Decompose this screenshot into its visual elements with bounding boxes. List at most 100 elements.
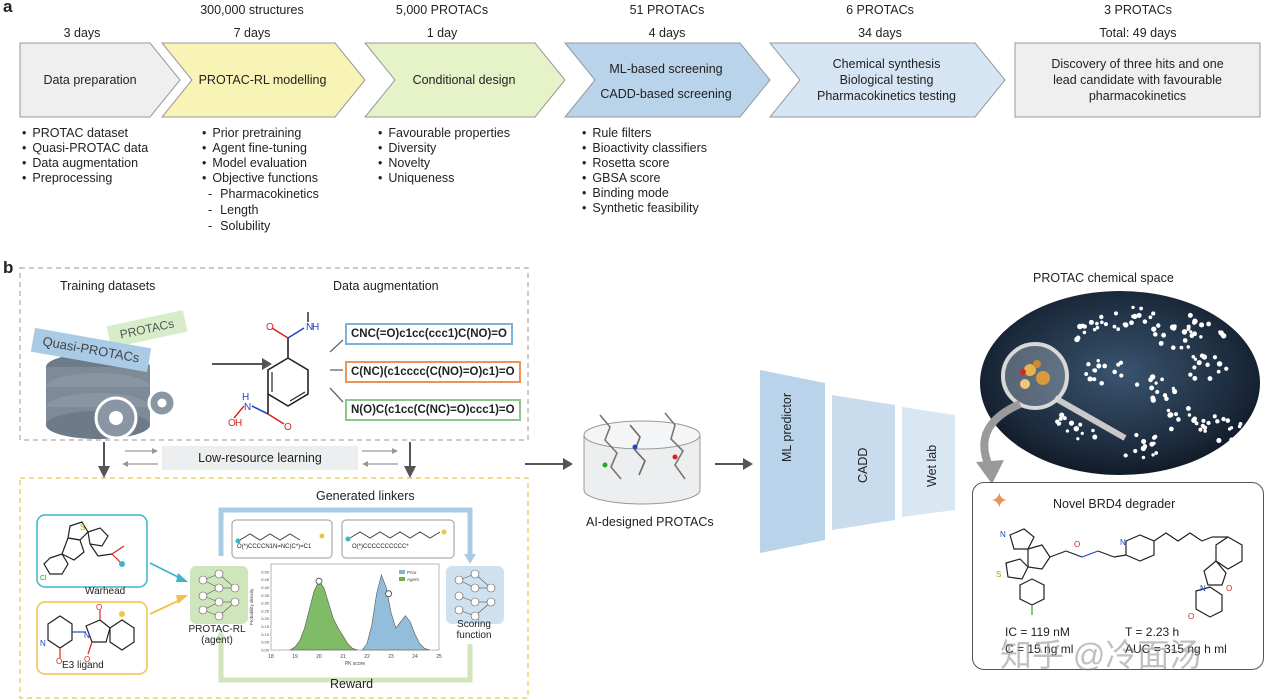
stage-4-line-2: CADD-based screening <box>600 87 732 101</box>
bullet-item: Favourable properties <box>378 126 510 141</box>
chemical-space-dot <box>1073 425 1080 432</box>
svg-text:N: N <box>1120 538 1126 547</box>
chemical-space-dot <box>1187 312 1193 318</box>
chemical-space-dot <box>1078 422 1083 427</box>
warhead-label: Warhead <box>85 586 126 597</box>
svg-text:O: O <box>228 418 236 429</box>
chemical-space-dot <box>1133 448 1138 454</box>
bullet-item: Length <box>202 203 319 218</box>
chemical-space-dot <box>1212 414 1217 419</box>
chemical-space-dot <box>1203 429 1207 433</box>
thalf-value: = 2.23 h <box>1135 625 1180 639</box>
svg-text:O: O <box>1226 584 1232 593</box>
stage-6-line-3: pharmacokinetics <box>1088 89 1187 103</box>
chemical-space-dot <box>1166 408 1171 413</box>
x-tick-label: 21 <box>340 654 346 660</box>
chemical-space-dot <box>1224 366 1229 371</box>
chemical-space-dot <box>1238 422 1243 426</box>
low-resource-learning-label: Low-resource learning <box>198 451 322 465</box>
chemical-space-dot <box>1086 362 1091 367</box>
chemical-space-dot <box>1188 372 1193 377</box>
gear-icon <box>94 388 177 440</box>
stage-duration-1: 3 days <box>63 26 101 40</box>
chemical-space-dot <box>1058 416 1063 421</box>
chemical-space-dot <box>1192 375 1198 381</box>
chemical-space-dot <box>1162 393 1168 398</box>
stage-count-1: 300,000 structures <box>200 3 304 17</box>
smiles-box-2: C(NC)(c1cccc(C(NO)=O)c1)=O <box>345 361 521 383</box>
smiles-box-3: N(O)C(c1cc(C(NC)=O)ccc1)=O <box>345 399 521 421</box>
stage-3-bullets: Favourable propertiesDiversityNoveltyUni… <box>378 126 510 186</box>
prior-marker <box>385 590 393 598</box>
chemical-space-dot <box>1119 373 1124 378</box>
chemical-space-dot <box>1170 345 1176 350</box>
stage-count-5: 3 PROTACs <box>1104 3 1172 17</box>
chemical-space-dot <box>1092 377 1097 382</box>
auc-value: = 315 ng h ml <box>1153 642 1227 656</box>
x-tick-label: 20 <box>316 654 322 660</box>
stage-6-box <box>1014 42 1261 118</box>
svg-text:O: O <box>1074 540 1080 549</box>
chemical-space-dot <box>1096 363 1102 369</box>
y-tick-label: 0.20 <box>261 616 270 621</box>
y-tick-label: 0.25 <box>261 608 270 613</box>
funnel-ml-predictor <box>760 370 825 553</box>
chemical-space-dot <box>1185 405 1191 411</box>
y-tick-label: 0.00 <box>261 648 270 653</box>
bullet-item: Preprocessing <box>22 171 148 186</box>
chemical-space-dot <box>1194 421 1199 426</box>
augmentation-molecule: O N H O H N O H <box>228 312 319 432</box>
readout-cmax: C = 15 ng ml <box>1005 642 1073 656</box>
chemical-space-dot <box>1099 380 1104 386</box>
stage-1-line-1: Data preparation <box>43 73 137 87</box>
y-tick-label: 0.15 <box>261 624 270 629</box>
stage-3-label: Conditional design <box>393 72 535 88</box>
chemical-space-dot <box>1087 376 1093 382</box>
chemical-space-dot <box>1148 315 1153 320</box>
funnel-label-cadd: CADD <box>856 447 870 483</box>
chemical-space-dot <box>1080 431 1084 436</box>
x-tick-label: 24 <box>412 654 418 660</box>
ic50-label: IC <box>1005 625 1017 639</box>
chemical-space-dot <box>1129 320 1134 326</box>
watermark: 知乎 @冷面汤 <box>1000 637 1202 673</box>
reward-label: Reward <box>330 677 374 691</box>
chemical-space-dot <box>1082 330 1087 335</box>
svg-text:Cl: Cl <box>40 575 47 582</box>
chemical-space-dot <box>1218 330 1222 334</box>
bullet-item: Bioactivity classifiers <box>582 141 707 156</box>
chemical-space-dot <box>1161 332 1167 338</box>
chemical-space-dot <box>1196 360 1202 366</box>
rl-loop-diagram <box>36 507 504 683</box>
chemical-space-dot <box>1186 326 1191 331</box>
chemical-space-dot <box>1216 361 1223 367</box>
legend-label-prior: Prior <box>407 570 417 575</box>
svg-text:N: N <box>1000 530 1006 539</box>
stage-2-label: PROTAC-RL modelling <box>190 72 335 88</box>
chemical-space-dot <box>1092 368 1096 372</box>
y-tick-label: 0.05 <box>261 640 270 645</box>
y-tick-label: 0.50 <box>261 569 270 574</box>
agent-network-icon <box>198 569 240 621</box>
curved-arrow <box>976 400 1022 484</box>
chemical-space-dot <box>1171 386 1176 391</box>
chemical-space-dot <box>1216 369 1221 374</box>
bullet-item: Prior pretraining <box>202 126 319 141</box>
chemical-space-dot <box>1199 335 1203 339</box>
panel-b-label: b <box>3 258 14 277</box>
chemical-space-dot <box>1151 453 1155 457</box>
chemical-space-dot <box>1113 311 1118 316</box>
bullet-item: Quasi-PROTAC data <box>22 141 148 156</box>
linker-box-2 <box>341 519 455 559</box>
stage-5-chevron <box>768 42 1006 118</box>
chemical-space-dot <box>1057 421 1062 426</box>
funnel-cadd <box>832 395 895 530</box>
chemical-space-dot <box>1176 417 1181 422</box>
y-tick-label: 0.40 <box>261 585 270 590</box>
chemical-space-dot <box>1199 353 1205 359</box>
chemical-space-dot <box>1169 426 1174 432</box>
chemical-space-dot <box>1229 426 1234 430</box>
chemical-space-dot <box>1206 420 1211 426</box>
warhead-structure: S Cl <box>40 521 125 582</box>
